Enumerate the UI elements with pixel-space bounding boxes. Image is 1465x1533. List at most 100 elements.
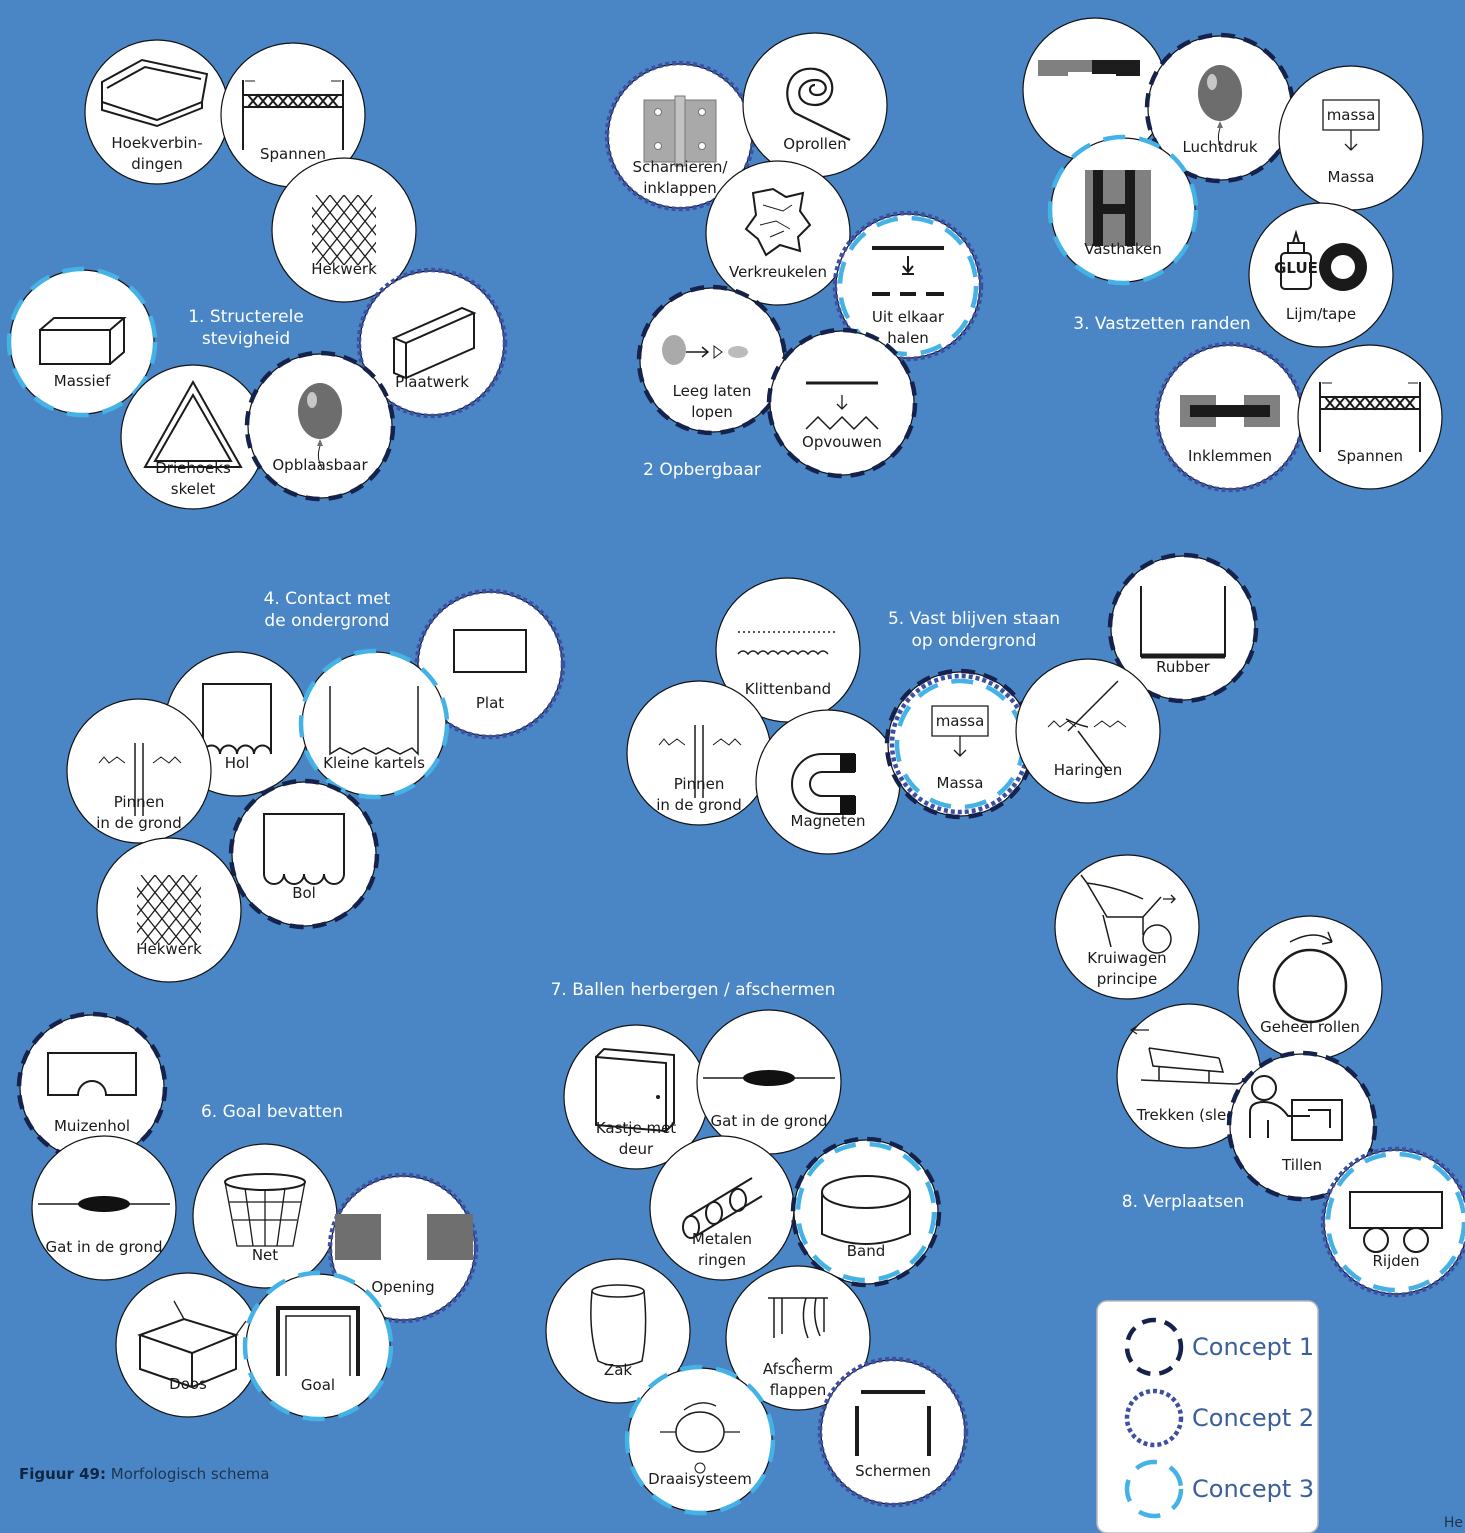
node-label: Oprollen	[783, 135, 846, 153]
node-kleine-kartels: Kleine kartels	[298, 648, 450, 800]
tension-icon	[242, 80, 344, 150]
node-rijden: Rijden	[1320, 1146, 1465, 1298]
concept-2-ring	[1320, 1146, 1465, 1298]
node-gat-in-de-grond: Gat in de grond	[696, 1009, 842, 1155]
node-label: halen	[887, 329, 929, 347]
band-icon	[821, 1175, 911, 1245]
group-title-g4: 4. Contact met	[264, 589, 391, 609]
concept-3-ring	[795, 1141, 937, 1283]
concept-2-ring	[832, 210, 984, 362]
screens-icon	[855, 1390, 931, 1456]
node-label: Gat in de grond	[46, 1238, 163, 1256]
node-massief: Massief	[6, 266, 158, 418]
node-plat: Plat	[414, 588, 566, 740]
wheelbarrow-icon	[1080, 874, 1176, 954]
velcro-icon	[737, 631, 838, 656]
node-label: Spannen	[260, 145, 326, 163]
node-hekwerk: Hekwerk	[271, 157, 417, 303]
node-circle	[1237, 915, 1383, 1061]
fence-icon	[137, 875, 201, 945]
node-label: skelet	[171, 480, 216, 498]
node-label: Luchtdruk	[1182, 138, 1257, 156]
node-goal: Goal	[242, 1270, 394, 1422]
flat-icon	[453, 629, 527, 673]
node-hoekverbin-dingen: Hoekverbin-dingen	[84, 39, 230, 185]
node-trekken-slee: Trekken (slee)	[1116, 1003, 1262, 1149]
glue-icon	[1280, 229, 1367, 291]
node-label: Doos	[169, 1375, 207, 1393]
group-title-g8: 8. Verplaatsen	[1122, 1192, 1245, 1212]
node-muizenhol: Muizenhol	[16, 1011, 168, 1163]
concept-3-ring	[6, 266, 158, 418]
legend-concept-3-label: Concept 3	[1192, 1475, 1314, 1503]
node-label: Schermen	[855, 1462, 931, 1480]
node-zak: Zak	[545, 1258, 691, 1404]
node-label: Massa	[937, 774, 984, 792]
figure-caption-label: Figuur 49:	[19, 1465, 106, 1483]
cart-icon	[1349, 1191, 1443, 1253]
goal-icon	[276, 1306, 360, 1376]
node-label: Lijm/tape	[1286, 305, 1356, 323]
node-circle	[1015, 658, 1161, 804]
node-label: Afscherm	[763, 1360, 833, 1378]
node-net: Net	[192, 1143, 338, 1289]
node-opening: Opening	[327, 1172, 479, 1324]
node-luchtdruk: Luchtdruk	[1144, 32, 1296, 184]
lift-icon	[1249, 1075, 1343, 1141]
pin-icon	[658, 725, 742, 798]
concept-1-ring	[766, 327, 918, 479]
node-label: Plaatwerk	[395, 373, 469, 391]
node-label: Draaisysteem	[648, 1470, 752, 1488]
node-draaisysteem: Draaisysteem	[624, 1364, 776, 1516]
node-label: Pinnen	[114, 793, 165, 811]
magnet-icon	[791, 753, 856, 815]
rotate-icon	[660, 1402, 740, 1474]
rubber-icon	[1140, 586, 1226, 659]
group-title-g4: de ondergrond	[264, 611, 389, 631]
rings-icon	[682, 1177, 763, 1239]
plate-icon	[391, 306, 477, 380]
legend-concept-2-label: Concept 2	[1192, 1404, 1314, 1432]
node-label: Rubber	[1156, 658, 1211, 676]
node-label: Hol	[225, 754, 250, 772]
deflate-icon	[662, 335, 748, 365]
bag-icon	[590, 1284, 647, 1367]
node-geheel-rollen: Geheel rollen	[1237, 915, 1383, 1061]
figure-caption-text: Morfologisch schema	[110, 1465, 270, 1483]
node-label: Leeg laten	[673, 382, 752, 400]
frame-icon	[101, 58, 209, 128]
node-label: Opening	[371, 1278, 434, 1296]
node-gat-in-de-grond: Gat in de grond	[31, 1135, 177, 1281]
node-label: Pinnen	[674, 775, 725, 793]
concept-3-ring	[837, 215, 979, 357]
triangle-icon	[143, 379, 243, 468]
node-label: Inklemmen	[1188, 447, 1272, 465]
node-label: Kastje met	[596, 1119, 676, 1137]
node-label: Hekwerk	[311, 260, 377, 278]
node-label: Muizenhol	[54, 1117, 130, 1135]
group-title-g7: 7. Ballen herbergen / afschermen	[551, 980, 836, 1000]
node-label: Tillen	[1281, 1156, 1322, 1174]
node-spannen: Spannen	[1297, 344, 1443, 490]
concept-2-ring	[356, 267, 508, 419]
concept-3-ring	[298, 648, 450, 800]
node-band: Band	[790, 1136, 942, 1288]
node-label: Scharnieren/	[633, 158, 729, 176]
clamp-icon	[1180, 395, 1280, 427]
node-label: Goal	[301, 1376, 335, 1394]
net-icon	[224, 1173, 306, 1247]
node-label: Klittenband	[745, 680, 831, 698]
crumple-icon	[744, 187, 812, 257]
convex-icon	[263, 813, 345, 885]
node-circle	[1297, 344, 1443, 490]
mass-icon	[931, 705, 989, 757]
node-label: Geheel rollen	[1260, 1018, 1360, 1036]
group-title-g3: 3. Vastzetten randen	[1073, 314, 1250, 334]
node-label: Hoekverbin-	[111, 134, 202, 152]
